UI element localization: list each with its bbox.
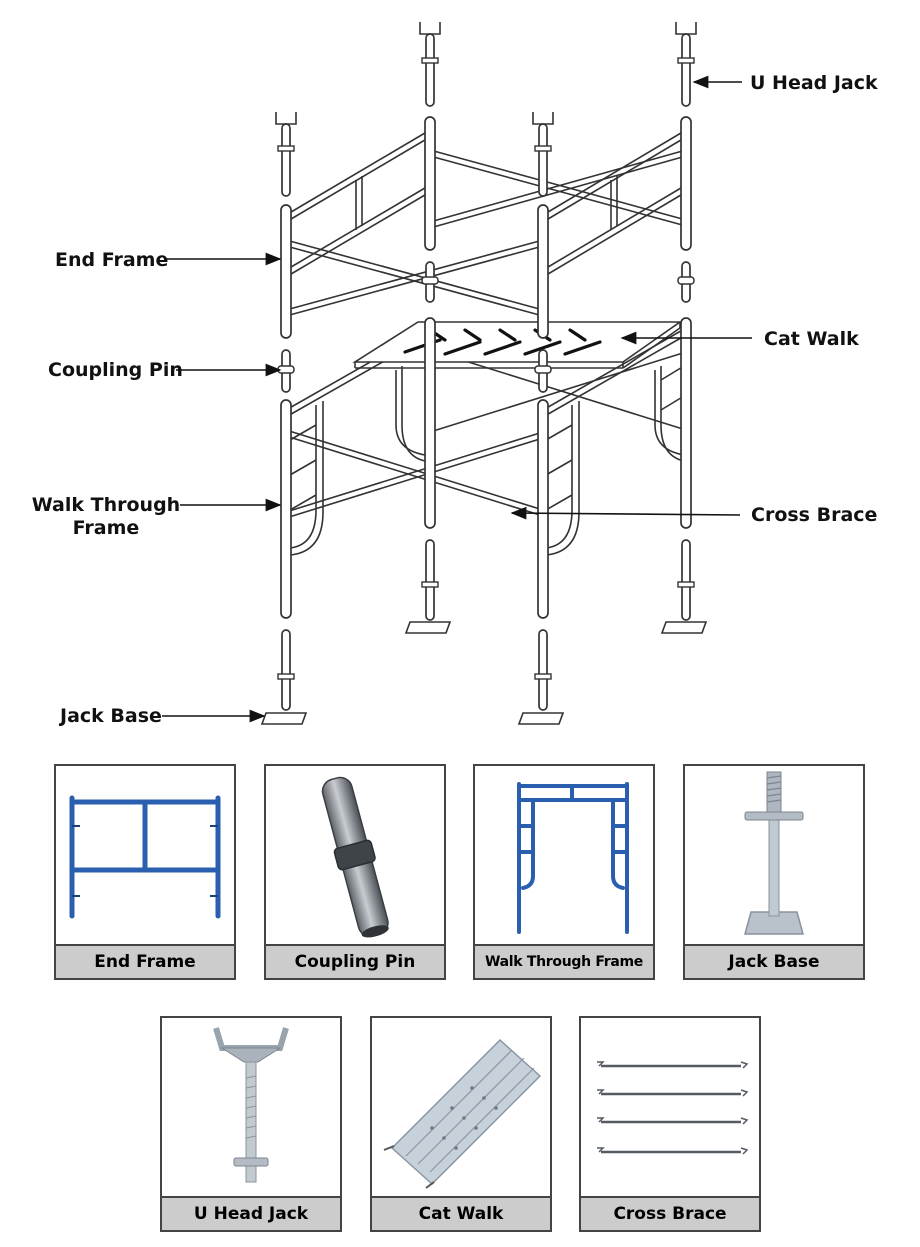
label-u-head-jack: U Head Jack xyxy=(750,72,878,94)
card-caption: Coupling Pin xyxy=(266,944,444,978)
card-caption: Cat Walk xyxy=(372,1196,550,1230)
jack-base-photo xyxy=(744,771,804,935)
cross-brace-lines xyxy=(285,149,687,519)
label-jack-base: Jack Base xyxy=(58,705,162,727)
card-caption: End Frame xyxy=(56,944,234,978)
u-head-jacks xyxy=(275,22,697,197)
card-caption: Walk Through Frame xyxy=(475,944,653,978)
card-walk-through-frame: Walk Through Frame xyxy=(473,764,655,980)
card-coupling-pin: Coupling Pin xyxy=(264,764,446,980)
u-head-jack-photo xyxy=(213,1027,289,1183)
cat-walk-platform xyxy=(352,321,683,369)
coupling-pins xyxy=(277,261,695,393)
label-cat-walk: Cat Walk xyxy=(764,328,859,350)
upper-end-frames xyxy=(285,129,687,278)
walk-through-frame-photo xyxy=(517,782,629,934)
end-frame-photo xyxy=(69,795,221,919)
card-u-head-jack: U Head Jack xyxy=(160,1016,342,1232)
jack-bases xyxy=(260,539,708,725)
label-walk-through-line2: Frame xyxy=(73,517,140,539)
scaffold-diagram: U Head Jack End Frame Cat Walk Coupling … xyxy=(32,22,878,727)
card-cat-walk: Cat Walk xyxy=(370,1016,552,1232)
frame-legs xyxy=(280,116,692,619)
cross-brace-photo xyxy=(597,1061,749,1155)
callout-arrows xyxy=(162,75,752,723)
coupling-pin-photo xyxy=(321,776,389,938)
card-end-frame: End Frame xyxy=(54,764,236,980)
label-end-frame: End Frame xyxy=(55,249,168,271)
label-walk-through-line1: Walk Through xyxy=(32,494,180,516)
card-caption: U Head Jack xyxy=(162,1196,340,1230)
card-caption: Cross Brace xyxy=(581,1196,759,1230)
card-cross-brace: Cross Brace xyxy=(579,1016,761,1232)
card-jack-base: Jack Base xyxy=(683,764,865,980)
label-coupling-pin: Coupling Pin xyxy=(48,359,183,381)
card-caption: Jack Base xyxy=(685,944,863,978)
cat-walk-photo xyxy=(383,1038,542,1189)
label-cross-brace: Cross Brace xyxy=(751,504,877,526)
